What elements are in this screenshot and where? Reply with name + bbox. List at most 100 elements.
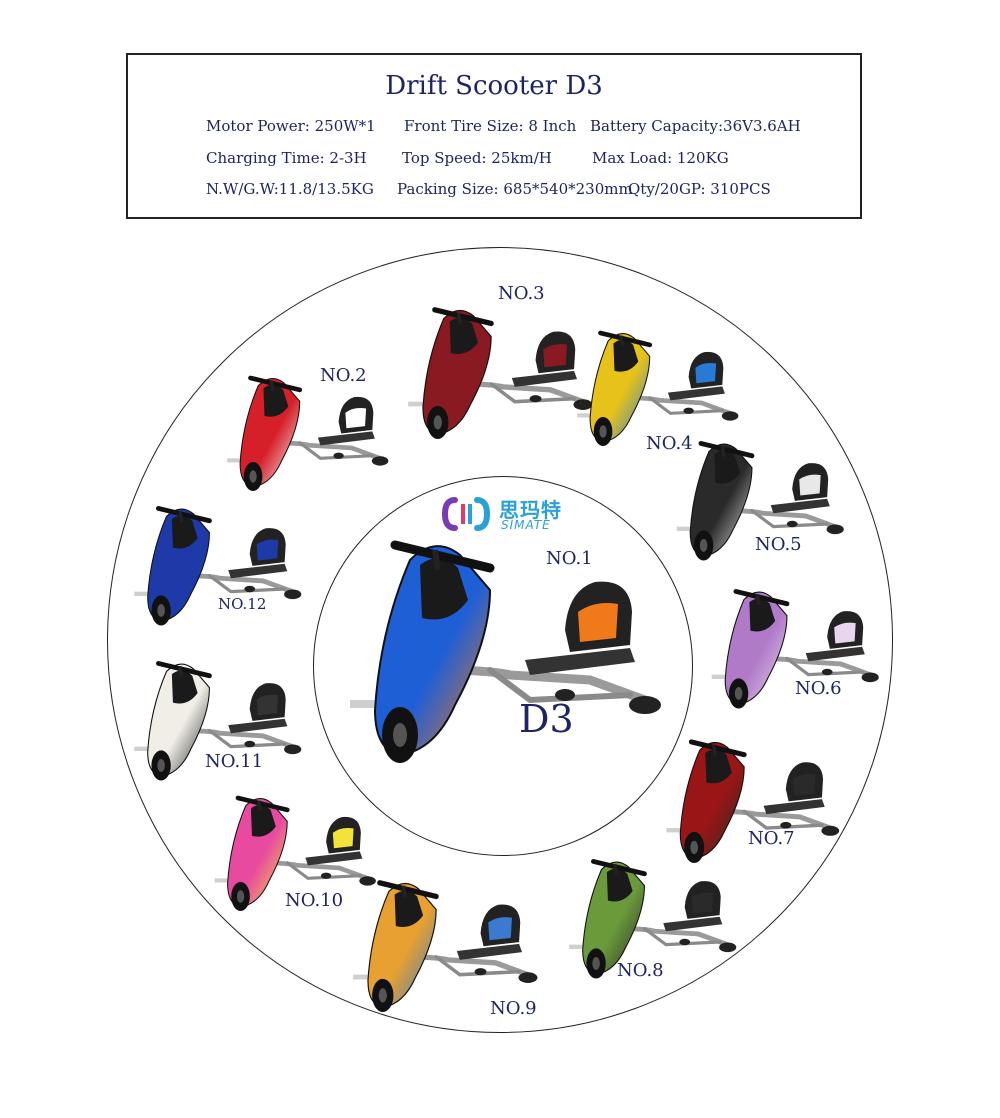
frame-rear bbox=[642, 926, 722, 947]
label-no9: NO.9 bbox=[490, 998, 537, 1019]
seat-base bbox=[228, 718, 288, 734]
label-no1: NO.1 bbox=[546, 548, 593, 569]
scooter-no4 bbox=[577, 330, 739, 446]
rear-wheel-left bbox=[780, 821, 792, 829]
rear-wheel-right bbox=[284, 589, 302, 600]
rear-wheel-left bbox=[529, 395, 542, 403]
spec-packing-size: Packing Size: 685*540*230mm bbox=[397, 180, 633, 198]
scooter-no5 bbox=[676, 441, 844, 561]
rear-wheel-left bbox=[555, 689, 575, 701]
rear-wheel-left bbox=[244, 585, 256, 593]
spec-weight: N.W/G.W:11.8/13.5KG bbox=[206, 180, 374, 198]
front-panel bbox=[613, 339, 639, 372]
footrest bbox=[569, 944, 591, 949]
frame-rear bbox=[207, 728, 287, 749]
scooter-no6 bbox=[711, 589, 879, 709]
frame-rear bbox=[298, 441, 374, 460]
front-panel bbox=[420, 558, 468, 620]
label-no11: NO.11 bbox=[205, 751, 264, 772]
handlebar bbox=[432, 307, 494, 327]
seat-pad bbox=[695, 363, 717, 384]
seat-pad bbox=[256, 539, 279, 561]
front-panel bbox=[263, 384, 289, 417]
seat-base bbox=[305, 851, 363, 866]
frame-rear bbox=[285, 861, 362, 880]
spec-battery: Battery Capacity:36V3.6AH bbox=[590, 117, 801, 135]
stem bbox=[269, 380, 275, 392]
rear-wheel-left bbox=[679, 938, 691, 946]
handlebar bbox=[688, 739, 747, 758]
front-panel bbox=[449, 317, 479, 354]
front-hub bbox=[393, 723, 407, 747]
front-hub bbox=[592, 957, 600, 970]
rear-wheel-right bbox=[573, 399, 593, 410]
seat-base bbox=[770, 498, 830, 514]
seat-base bbox=[228, 563, 288, 579]
spec-qty: Qty/20GP: 310PCS bbox=[628, 180, 771, 198]
spec-motor-power: Motor Power: 250W*1 bbox=[206, 117, 376, 135]
seat-base bbox=[663, 916, 723, 932]
handlebar bbox=[733, 589, 790, 607]
stem bbox=[711, 744, 717, 757]
seat-base bbox=[763, 799, 825, 815]
seat-base bbox=[456, 943, 523, 960]
seat-pad bbox=[578, 603, 618, 642]
seat-pad bbox=[834, 622, 856, 644]
seat-base bbox=[667, 386, 725, 401]
front-hub bbox=[734, 687, 743, 700]
frame-rear bbox=[742, 809, 824, 830]
seat-base bbox=[511, 370, 578, 387]
inner-circle bbox=[313, 476, 693, 856]
label-no10: NO.10 bbox=[285, 890, 344, 911]
handlebar bbox=[235, 795, 290, 813]
spec-top-speed: Top Speed: 25km/H bbox=[402, 149, 552, 167]
rear-wheel-left bbox=[474, 968, 487, 976]
stem bbox=[178, 665, 184, 678]
stem bbox=[619, 335, 625, 347]
handlebar bbox=[698, 441, 755, 459]
spec-charging-time: Charging Time: 2-3H bbox=[206, 149, 367, 167]
seat-base bbox=[317, 431, 375, 446]
frame-rear bbox=[785, 656, 864, 677]
outer-circle bbox=[107, 247, 893, 1033]
seat-pad bbox=[256, 694, 279, 716]
frame-rear bbox=[750, 508, 829, 529]
handlebar bbox=[598, 330, 653, 348]
footrest bbox=[711, 674, 734, 679]
front-hub bbox=[236, 890, 245, 903]
frame-rear bbox=[487, 667, 633, 704]
seat-pad bbox=[488, 917, 512, 941]
spec-box: Drift Scooter D3 Motor Power: 250W*1 Fro… bbox=[126, 53, 862, 219]
seat-pad bbox=[543, 344, 567, 368]
front-hub bbox=[699, 539, 708, 552]
front-hub bbox=[599, 425, 607, 438]
rear-wheel-right bbox=[629, 696, 661, 714]
rear-wheel-left bbox=[244, 740, 256, 748]
handlebar bbox=[377, 880, 439, 900]
center-model-label: D3 bbox=[519, 697, 574, 741]
rear-wheel-right bbox=[371, 456, 389, 466]
rear-wheel-right bbox=[861, 672, 879, 683]
footrest bbox=[408, 401, 432, 407]
scooter-no10 bbox=[214, 795, 376, 911]
label-no6: NO.6 bbox=[795, 678, 842, 699]
logo-mark-icon bbox=[441, 497, 491, 531]
label-no12: NO.12 bbox=[218, 595, 267, 613]
scooter-no7 bbox=[666, 739, 840, 863]
seat-base bbox=[805, 646, 865, 662]
front-hub bbox=[690, 840, 699, 855]
front-hub bbox=[249, 470, 257, 483]
front-hub bbox=[378, 988, 387, 1003]
frame-rear bbox=[207, 573, 287, 594]
stem bbox=[432, 549, 441, 571]
scooter-no8 bbox=[569, 859, 737, 979]
handlebar bbox=[248, 375, 303, 393]
seat-pad bbox=[793, 774, 816, 796]
seat-base bbox=[525, 648, 635, 675]
front-panel bbox=[171, 670, 198, 704]
rear-wheel-right bbox=[721, 411, 739, 421]
stem bbox=[755, 593, 761, 606]
handlebar bbox=[390, 540, 495, 573]
stem bbox=[613, 863, 619, 876]
rear-wheel-left bbox=[821, 668, 833, 676]
